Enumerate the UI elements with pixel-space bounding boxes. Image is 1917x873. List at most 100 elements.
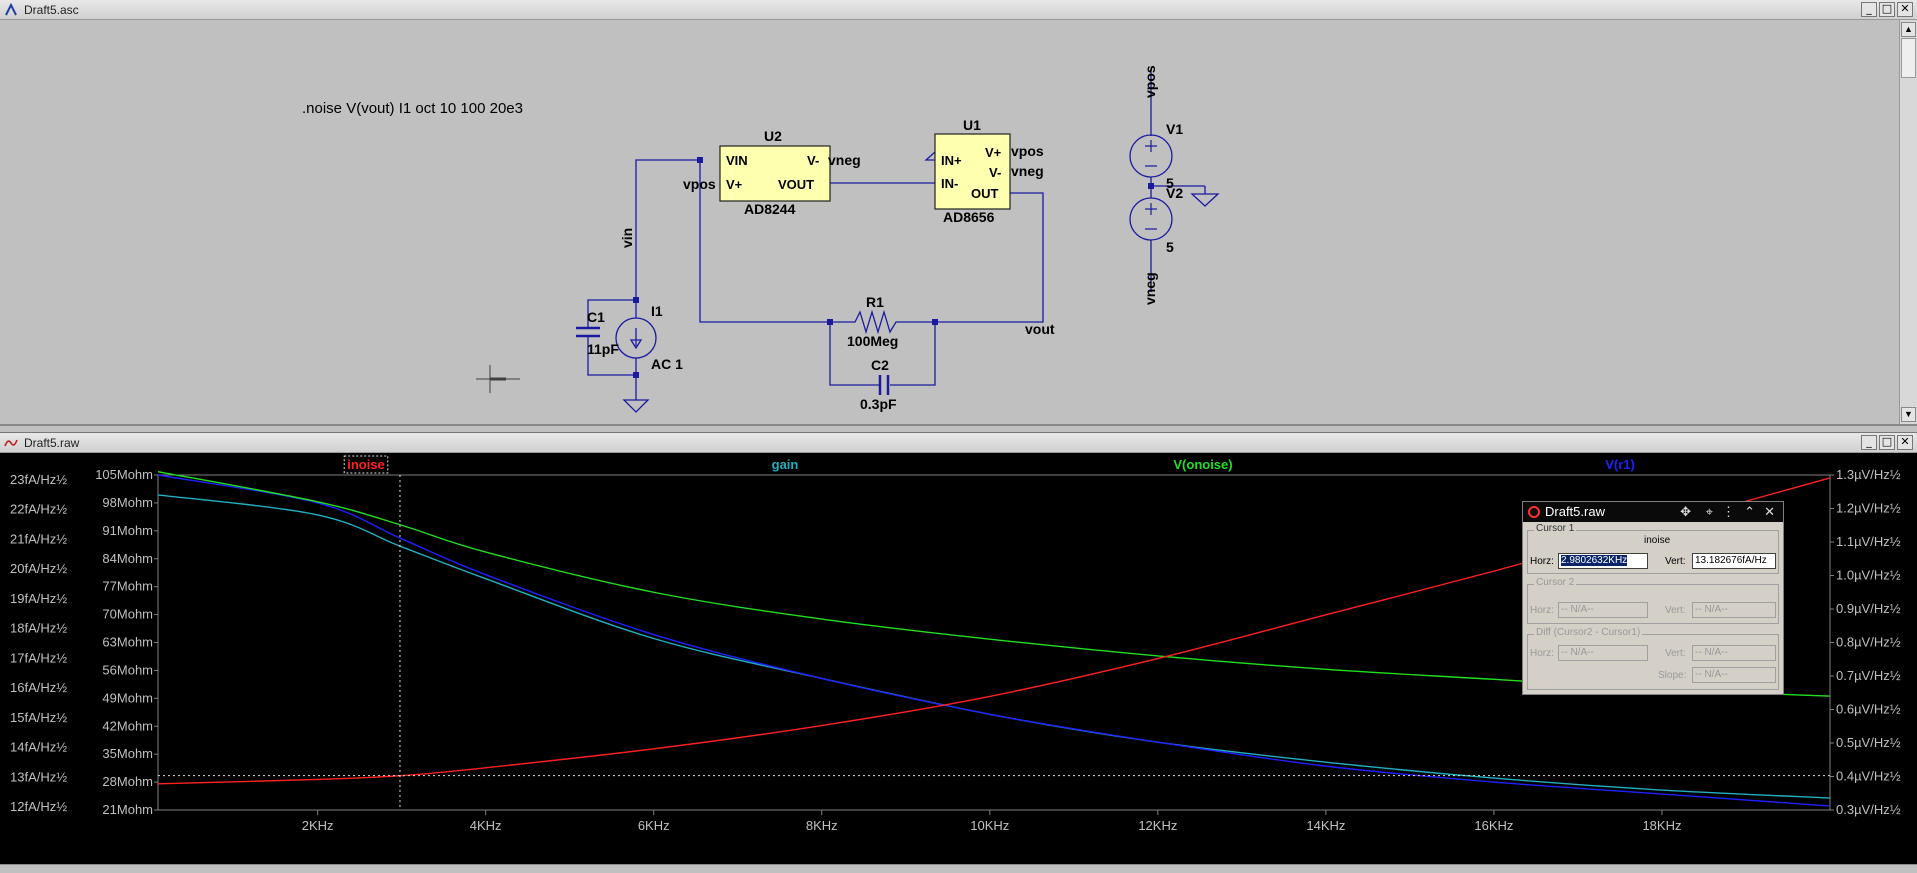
diff-horz-label: Horz: <box>1530 648 1554 659</box>
minimize-button[interactable]: _ <box>1861 2 1877 17</box>
net-vin[interactable]: vin <box>619 228 635 248</box>
c1-ref[interactable]: C1 <box>587 309 605 325</box>
schematic-canvas[interactable]: .noise V(vout) I1 oct 10 100 20e3 U2 AD8… <box>6 22 1896 424</box>
cursor1-label: Cursor 1 <box>1534 523 1577 534</box>
y-left2-tick-label: 35Mohm <box>102 746 153 761</box>
collapse-icon[interactable]: ⌃ <box>1744 504 1755 519</box>
net-vneg-u2[interactable]: vneg <box>828 152 861 168</box>
c2-ref[interactable]: C2 <box>871 357 889 373</box>
plot-close-button[interactable]: ✕ <box>1897 435 1913 450</box>
y-left2-tick-label: 91Mohm <box>102 523 153 538</box>
r1-value[interactable]: 100Meg <box>847 333 898 349</box>
close-button[interactable]: ✕ <box>1897 2 1913 17</box>
diff-group: Diff (Cursor2 - Cursor1) Horz: -- N/A-- … <box>1527 627 1779 690</box>
u2-pin-vin: VIN <box>726 153 748 168</box>
u1-pin-vplus: V+ <box>985 145 1002 160</box>
trace-label-gain[interactable]: gain <box>772 457 799 472</box>
net-vneg-v2[interactable]: vneg <box>1142 272 1158 305</box>
y-right-tick-label: 0.3µV/Hz½ <box>1836 802 1901 817</box>
trace-label-vr1[interactable]: V(r1) <box>1605 457 1635 472</box>
trace-label-inoise[interactable]: inoise <box>347 457 385 472</box>
v2-ref[interactable]: V2 <box>1166 185 1183 201</box>
x-tick-label: 14KHz <box>1306 818 1345 833</box>
net-vpos-v1[interactable]: vpos <box>1142 65 1158 98</box>
v1-value[interactable]: 5 <box>1166 175 1174 191</box>
cursor-panel-title: Draft5.raw <box>1545 504 1605 519</box>
x-tick-label: 6KHz <box>638 818 670 833</box>
cursor-panel[interactable]: Draft5.raw ✥ ⌖ ⋮ ⌃ ✕ Cursor 1 inoise Hor… <box>1522 501 1784 695</box>
u1-pin-vminus: V- <box>989 165 1001 180</box>
grip-icon[interactable]: ⋮ <box>1722 504 1735 519</box>
spice-directive[interactable]: .noise V(vout) I1 oct 10 100 20e3 <box>302 100 523 117</box>
c1-value[interactable]: 11pF <box>587 341 619 357</box>
net-vneg-u1[interactable]: vneg <box>1011 163 1044 179</box>
y-left1-tick-label: 17fA/Hz½ <box>10 650 67 665</box>
u2-model[interactable]: AD8244 <box>744 201 796 217</box>
y-left1-tick-label: 15fA/Hz½ <box>10 710 67 725</box>
r1-ref[interactable]: R1 <box>866 294 884 310</box>
diff-vert-label: Vert: <box>1665 648 1686 659</box>
maximize-button[interactable]: □ <box>1879 2 1895 17</box>
y-right-tick-label: 1.2µV/Hz½ <box>1836 501 1901 516</box>
net-vpos-u2[interactable]: vpos <box>683 176 716 192</box>
plot-maximize-button[interactable]: □ <box>1879 435 1895 450</box>
i1-ref[interactable]: I1 <box>651 303 663 319</box>
v1-ref[interactable]: V1 <box>1166 121 1183 137</box>
x-tick-label: 2KHz <box>302 818 334 833</box>
u1-ref[interactable]: U1 <box>963 117 981 133</box>
plot-titlebar[interactable]: Draft5.raw _ □ ✕ <box>0 433 1917 453</box>
u1-pin-inplus: IN+ <box>941 153 962 168</box>
y-left1-tick-label: 20fA/Hz½ <box>10 561 67 576</box>
y-left2-tick-label: 49Mohm <box>102 690 153 705</box>
v2-value[interactable]: 5 <box>1166 239 1174 255</box>
y-left2-tick-label: 21Mohm <box>102 802 153 817</box>
u2-pin-vplus: V+ <box>726 177 743 192</box>
c2-value[interactable]: 0.3pF <box>860 396 897 412</box>
diff-slope-label: Slope: <box>1658 670 1687 681</box>
scroll-up-arrow-icon[interactable]: ▲ <box>1901 22 1916 37</box>
scroll-thumb[interactable] <box>1901 38 1916 78</box>
x-tick-label: 8KHz <box>806 818 838 833</box>
x-tick-label: 10KHz <box>970 818 1009 833</box>
y-right-tick-label: 0.9µV/Hz½ <box>1836 601 1901 616</box>
u2-pin-vout: VOUT <box>778 177 814 192</box>
cursor-panel-titlebar[interactable]: Draft5.raw ✥ ⌖ ⋮ ⌃ ✕ <box>1523 502 1783 522</box>
y-left1-tick-label: 22fA/Hz½ <box>10 502 67 517</box>
schematic-window: Draft5.asc _ □ ✕ ▲ ▼ <box>0 0 1917 426</box>
y-left2-tick-label: 77Mohm <box>102 579 153 594</box>
cursor-panel-icon <box>1528 506 1540 518</box>
cursor1-trace: inoise <box>1644 535 1671 546</box>
cursor2-group: Cursor 2 Horz: -- N/A-- Vert: -- N/A-- <box>1527 577 1779 624</box>
cursor2-label: Cursor 2 <box>1534 577 1577 588</box>
schematic-titlebar[interactable]: Draft5.asc _ □ ✕ <box>0 0 1917 20</box>
x-tick-label: 4KHz <box>470 818 502 833</box>
float-icon[interactable]: ⌖ <box>1705 504 1713 519</box>
y-left1-tick-label: 12fA/Hz½ <box>10 799 67 814</box>
plot-minimize-button[interactable]: _ <box>1861 435 1877 450</box>
schematic-app-icon <box>5 3 17 16</box>
trace-label-vonoise[interactable]: V(onoise) <box>1173 457 1232 472</box>
panel-close-icon[interactable]: ✕ <box>1764 504 1775 519</box>
schematic-vertical-scrollbar[interactable]: ▲ ▼ <box>1899 20 1917 424</box>
cursor1-vert-field[interactable]: 13.182676fA/Hz <box>1692 553 1776 569</box>
u1-symbol[interactable] <box>934 133 1011 210</box>
y-left1-tick-label: 14fA/Hz½ <box>10 740 67 755</box>
u2-ref[interactable]: U2 <box>764 128 782 144</box>
pin-icon[interactable]: ✥ <box>1680 504 1691 519</box>
u2-pin-vminus: V- <box>807 153 819 168</box>
y-right-tick-label: 0.6µV/Hz½ <box>1836 702 1901 717</box>
y-left2-tick-label: 98Mohm <box>102 495 153 510</box>
scroll-down-arrow-icon[interactable]: ▼ <box>1901 407 1916 422</box>
u1-pin-out: OUT <box>971 186 999 201</box>
net-vpos-u1[interactable]: vpos <box>1011 143 1044 159</box>
crosshair-icon <box>476 365 520 393</box>
cursor1-horz-field[interactable]: 2.9802632KHz <box>1558 553 1648 569</box>
i1-value[interactable]: AC 1 <box>651 356 683 372</box>
y-left2-tick-label: 70Mohm <box>102 607 153 622</box>
u1-model[interactable]: AD8656 <box>943 209 995 225</box>
net-vout[interactable]: vout <box>1025 321 1055 337</box>
u2-symbol[interactable] <box>719 145 831 202</box>
y-left2-tick-label: 105Mohm <box>95 467 153 482</box>
trace-vonoise[interactable] <box>157 470 1831 697</box>
diff-slope-field: -- N/A-- <box>1692 667 1776 683</box>
